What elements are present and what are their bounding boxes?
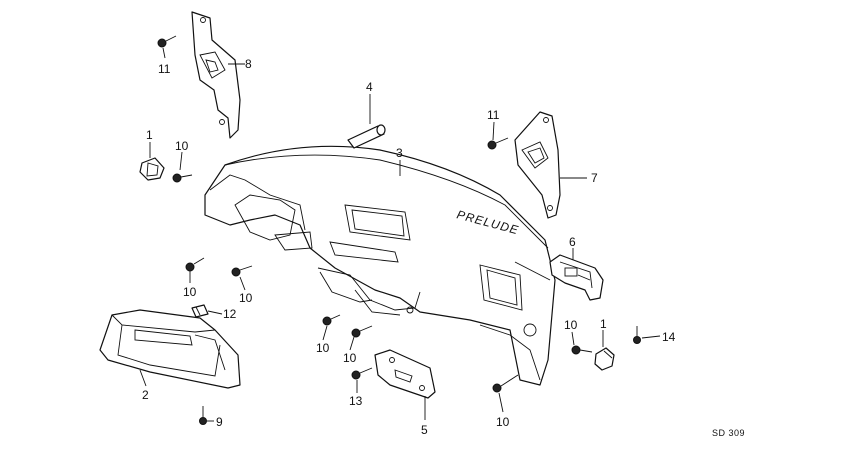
plate-part-5 <box>374 349 436 399</box>
lower-cover-part-2 <box>99 309 241 389</box>
clip-part-1-right <box>594 347 615 371</box>
bolt-10a <box>172 173 193 183</box>
bolt-10e <box>351 325 373 338</box>
bracket-part-7 <box>514 111 561 219</box>
callout-2: 2 <box>142 388 149 402</box>
callout-11-b: 11 <box>487 108 500 122</box>
callout-10-b: 10 <box>183 285 197 299</box>
screw-9 <box>199 406 207 425</box>
rod-part-4 <box>347 124 386 149</box>
dashboard-part-3: PRELUDE <box>204 145 556 386</box>
callout-1-right: 1 <box>600 317 607 331</box>
bolt-10g <box>492 374 519 393</box>
callout-10-e: 10 <box>343 351 357 365</box>
callout-13: 13 <box>349 394 363 408</box>
clip-part-12 <box>191 304 209 318</box>
bolt-10b <box>185 257 205 272</box>
callout-10-a: 10 <box>175 139 189 153</box>
bolt-11b <box>487 137 509 150</box>
callout-labels: 1 10 11 8 4 3 11 7 6 14 1 10 12 10 10 2 … <box>142 57 676 437</box>
callout-5: 5 <box>421 423 428 437</box>
callout-10-f: 10 <box>564 318 578 332</box>
callout-8: 8 <box>245 57 252 71</box>
callout-10-c: 10 <box>239 291 253 305</box>
callout-10-d: 10 <box>316 341 330 355</box>
callout-4: 4 <box>366 80 373 94</box>
bolt-10f <box>571 345 593 355</box>
clip-part-6 <box>549 254 604 301</box>
bolt-13 <box>351 367 373 380</box>
diagram-code: SD 309 <box>712 428 746 438</box>
callout-12: 12 <box>223 307 237 321</box>
bracket-part-8 <box>191 11 241 139</box>
screw-14 <box>633 326 641 344</box>
callout-11-a: 11 <box>158 62 171 76</box>
bolt-10d <box>322 314 341 326</box>
callout-7: 7 <box>591 171 598 185</box>
callout-14: 14 <box>662 330 676 344</box>
callout-9: 9 <box>216 415 223 429</box>
callout-10-g: 10 <box>496 415 510 429</box>
callout-1-left: 1 <box>146 128 153 142</box>
leader-lines <box>139 47 661 422</box>
clip-part-1-left <box>139 157 165 181</box>
bolt-10c <box>231 265 253 277</box>
callout-3: 3 <box>396 146 403 160</box>
bolt-11a <box>157 35 177 48</box>
callout-6: 6 <box>569 235 576 249</box>
